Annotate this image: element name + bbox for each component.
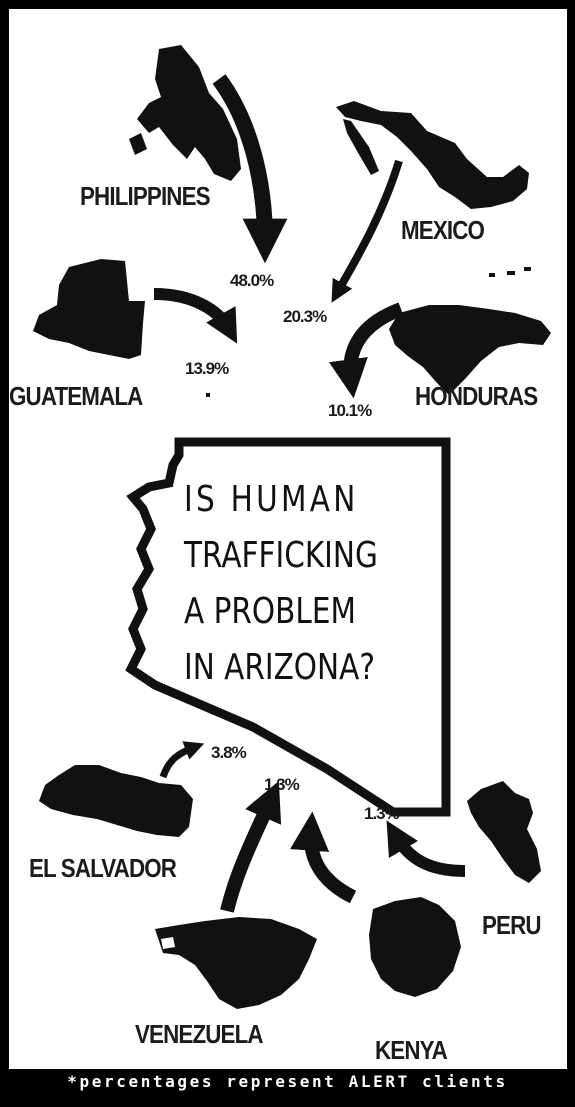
arrow-philippines [212,74,288,264]
country-label-peru: PERU [482,910,542,940]
percent-label-philippines: 48.0% [230,271,274,290]
stray-mark [206,393,210,397]
title-line-3: A PROBLEM [184,591,356,632]
percent-label-peru: 1.3% [364,804,400,823]
honduras-silhouette [389,267,551,395]
percent-label-venezuela: 1.3% [264,775,300,794]
infographic-panel: PHILIPPINES MEXICO GUATEMALA HONDURAS EL… [9,9,567,1069]
percent-label-el-salvador: 3.8% [211,743,247,762]
title-line-4: IN ARIZONA? [184,647,375,688]
map-artwork [33,45,551,1009]
percent-label-mexico: 20.3% [283,307,327,326]
footnote: *percentages represent ALERT clients [67,1072,508,1091]
el-salvador-silhouette [39,765,193,837]
arrow-kenya [290,811,357,904]
guatemala-silhouette [33,259,145,359]
percent-label-honduras: 10.1% [328,401,372,420]
arizona-outline [125,437,451,817]
country-label-philippines: PHILIPPINES [80,181,211,211]
title-line-1: IS HUMAN [184,479,359,520]
title-line-2: TRAFFICKING [184,535,378,576]
country-label-kenya: KENYA [375,1035,448,1065]
country-label-venezuela: VENEZUELA [135,1019,264,1049]
philippines-silhouette [129,45,241,181]
flow-arrows [153,74,466,913]
country-label-honduras: HONDURAS [415,381,538,411]
kenya-silhouette [369,897,461,997]
arrow-mexico [331,159,403,303]
arrow-honduras [328,302,404,399]
arrow-venezuela [220,781,282,913]
peru-silhouette [467,781,541,883]
percent-label-guatemala: 13.9% [185,359,229,378]
country-label-guatemala: GUATEMALA [9,381,143,411]
country-label-el-salvador: EL SALVADOR [29,853,177,883]
arrow-el-salvador [159,741,205,779]
mexico-silhouette [336,101,529,209]
venezuela-silhouette [155,917,317,1009]
arrow-peru [386,820,466,877]
arrow-guatemala [153,288,238,344]
country-label-mexico: MEXICO [401,215,485,245]
